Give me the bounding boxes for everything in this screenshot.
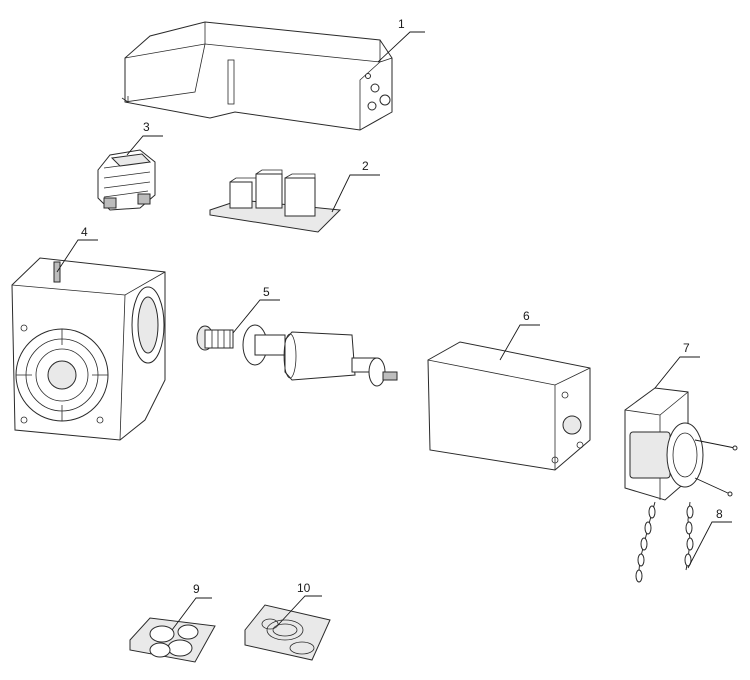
callout-8: 8 [716,507,723,521]
leader-10 [277,595,322,626]
leader-6 [499,324,540,361]
leader-9 [171,597,212,631]
leader-1 [377,31,425,63]
callout-10: 10 [297,581,311,595]
callout-2: 2 [362,159,369,173]
callout-3: 3 [143,120,150,134]
callout-4: 4 [81,225,88,239]
leader-5 [232,299,280,334]
motor-housing [427,341,591,471]
callout-5: 5 [263,285,270,299]
callout-1: 1 [398,17,405,31]
hand-chain [635,501,694,583]
callout-6: 6 [523,309,530,323]
gearbox-housing [11,257,166,441]
callout-9: 9 [193,582,200,596]
leader-2 [331,174,380,213]
leader-3 [126,135,163,156]
leader-4 [56,239,98,273]
limit-switch [97,149,156,211]
gear-set [244,604,331,661]
callout-7: 7 [683,341,690,355]
control-board [209,169,342,233]
leader-8 [687,521,732,569]
rotor-shaft [196,324,398,387]
manual-chain-unit [624,387,738,501]
top-cover [121,21,393,131]
bearing-block [129,617,216,663]
leader-7 [654,356,700,389]
